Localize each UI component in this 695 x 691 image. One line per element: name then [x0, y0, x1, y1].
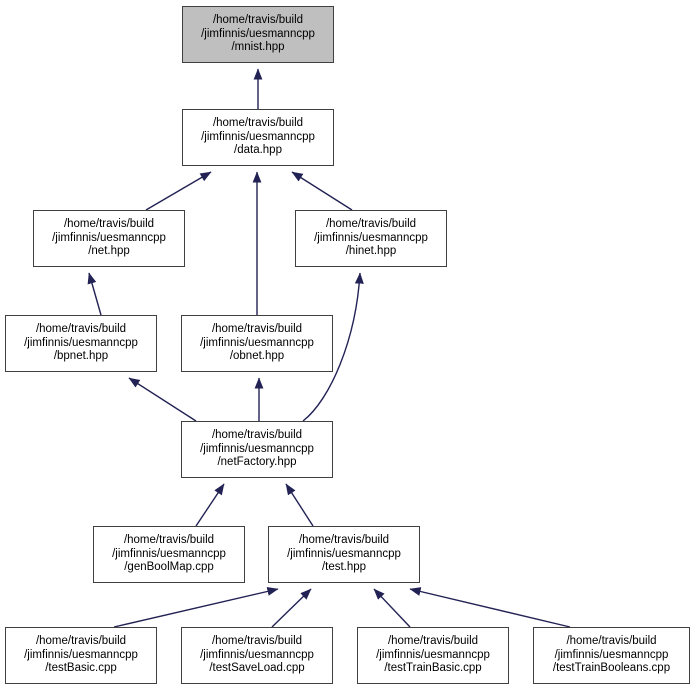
node-label-line1: /home/travis/build: [123, 534, 215, 547]
node-label-line3: /testSaveLoad.cpp: [209, 662, 305, 675]
node-test-hpp[interactable]: /home/travis/build /jimfinnis/uesmanncpp…: [268, 526, 420, 583]
node-label-line1: /home/travis/build: [211, 323, 303, 336]
edge-bpnet-to-net: [87, 272, 102, 316]
node-label-line2: /jimfinnis/uesmanncpp: [314, 231, 428, 244]
node-label-line2: /jimfinnis/uesmanncpp: [376, 648, 490, 661]
node-label-line1: /home/travis/build: [298, 534, 390, 547]
edge-genboolmap-to-netfactory: [195, 483, 225, 527]
node-label-line3: /netFactory.hpp: [217, 456, 297, 469]
node-label-line2: /jimfinnis/uesmanncpp: [200, 336, 314, 349]
edge-testtrainbooleans-to-test: [409, 587, 571, 628]
node-label-line1: /home/travis/build: [35, 323, 127, 336]
node-label-line3: /bpnet.hpp: [53, 350, 109, 363]
node-label-line2: /jimfinnis/uesmanncpp: [201, 27, 315, 40]
node-label-line2: /jimfinnis/uesmanncpp: [52, 231, 166, 244]
node-data-hpp[interactable]: /home/travis/build /jimfinnis/uesmanncpp…: [182, 109, 334, 166]
node-label-line1: /home/travis/build: [325, 218, 417, 231]
node-bpnet-hpp[interactable]: /home/travis/build /jimfinnis/uesmanncpp…: [5, 315, 157, 372]
node-genboolmap-cpp[interactable]: /home/travis/build /jimfinnis/uesmanncpp…: [93, 526, 245, 583]
node-label-line3: /hinet.hpp: [345, 245, 397, 258]
node-testtrainbasic-cpp[interactable]: /home/travis/build /jimfinnis/uesmanncpp…: [357, 627, 509, 684]
node-label-line2: /jimfinnis/uesmanncpp: [24, 336, 138, 349]
node-label-line2: /jimfinnis/uesmanncpp: [112, 547, 226, 560]
node-label-line3: /data.hpp: [234, 144, 282, 157]
node-label-line1: /home/travis/build: [211, 635, 303, 648]
edge-testbasic-to-test: [113, 587, 279, 628]
node-label-line3: /testBasic.cpp: [45, 662, 117, 675]
node-label-line2: /jimfinnis/uesmanncpp: [287, 547, 401, 560]
node-mnist-hpp[interactable]: /home/travis/build /jimfinnis/uesmanncpp…: [182, 6, 334, 63]
node-label-line3: /genBoolMap.cpp: [124, 561, 214, 574]
edge-testsaveload-to-test: [271, 588, 312, 628]
edge-net-to-data: [145, 171, 212, 211]
node-label-line2: /jimfinnis/uesmanncpp: [200, 648, 314, 661]
node-obnet-hpp[interactable]: /home/travis/build /jimfinnis/uesmanncpp…: [181, 315, 333, 372]
node-label-line1: /home/travis/build: [211, 429, 303, 442]
node-label-line2: /jimfinnis/uesmanncpp: [201, 130, 315, 143]
edge-testtrainbasic-to-test: [373, 588, 411, 628]
node-label-line2: /jimfinnis/uesmanncpp: [24, 648, 138, 661]
node-hinet-hpp[interactable]: /home/travis/build /jimfinnis/uesmanncpp…: [295, 210, 447, 267]
node-label-line3: /mnist.hpp: [231, 41, 285, 54]
node-label-line2: /jimfinnis/uesmanncpp: [200, 442, 314, 455]
node-label-line3: /testTrainBooleans.cpp: [552, 662, 671, 675]
node-testsaveload-cpp[interactable]: /home/travis/build /jimfinnis/uesmanncpp…: [181, 627, 333, 684]
node-label-line1: /home/travis/build: [212, 117, 304, 130]
node-label-line1: /home/travis/build: [35, 635, 127, 648]
node-label-line1: /home/travis/build: [566, 635, 657, 648]
node-testtrainbooleans-cpp[interactable]: /home/travis/build /jimfinnis/uesmanncpp…: [533, 627, 690, 684]
node-label-line3: /test.hpp: [321, 561, 367, 574]
edge-netfactory-to-bpnet: [128, 377, 197, 422]
node-testbasic-cpp[interactable]: /home/travis/build /jimfinnis/uesmanncpp…: [5, 627, 157, 684]
edge-hinet-to-data: [291, 171, 353, 211]
node-label-line3: /net.hpp: [88, 245, 130, 258]
node-label-line3: /testTrainBasic.cpp: [384, 662, 482, 675]
node-label-line1: /home/travis/build: [212, 14, 304, 27]
node-label-line1: /home/travis/build: [387, 635, 479, 648]
node-netfactory-hpp[interactable]: /home/travis/build /jimfinnis/uesmanncpp…: [181, 421, 333, 478]
node-label-line2: /jimfinnis/uesmanncpp: [554, 648, 669, 661]
edge-test-to-netfactory: [285, 483, 314, 527]
node-label-line3: /obnet.hpp: [229, 350, 285, 363]
node-net-hpp[interactable]: /home/travis/build /jimfinnis/uesmanncpp…: [33, 210, 185, 267]
node-label-line1: /home/travis/build: [63, 218, 155, 231]
